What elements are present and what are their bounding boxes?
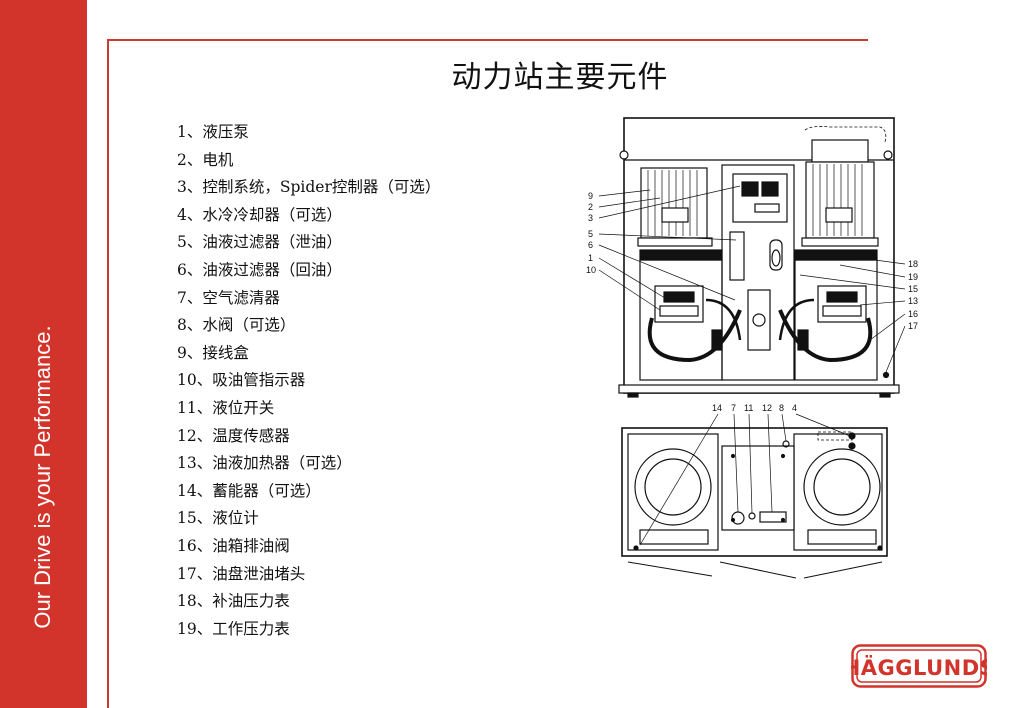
- label-3: 3: [588, 213, 593, 223]
- list-item: 14、蓄能器（可选）: [177, 481, 321, 500]
- pump-left: [654, 285, 704, 323]
- list-item: 4、水冷冷却器（可选）: [177, 205, 342, 224]
- list-item: 18、补油压力表: [177, 592, 290, 611]
- list-item: 10、吸油管指示器: [177, 371, 306, 390]
- list-item: 11、液位开关: [177, 398, 275, 417]
- motor-left: [637, 167, 713, 247]
- pump-right: [817, 285, 867, 323]
- label-15: 15: [908, 284, 918, 294]
- list-item: 15、液位计: [177, 509, 259, 528]
- list-item: 3、控制系统，Spider控制器（可选）: [177, 178, 441, 197]
- list-item: 16、油箱排油阀: [177, 536, 290, 555]
- list-item: 19、工作压力表: [177, 619, 290, 638]
- label-16: 16: [908, 309, 918, 319]
- label-4: 4: [792, 403, 797, 413]
- list-item: 9、接线盒: [177, 343, 249, 362]
- label-1: 1: [588, 253, 593, 263]
- label-9: 9: [588, 191, 593, 201]
- control-box: [732, 173, 788, 223]
- list-item: 12、温度传感器: [177, 426, 290, 445]
- label-19: 19: [908, 272, 918, 282]
- list-item: 8、水阀（可选）: [177, 316, 296, 335]
- list-item: 1、液压泵: [177, 123, 249, 141]
- label-13: 13: [908, 296, 918, 306]
- list-item: 2、电机: [177, 150, 234, 169]
- label-10: 10: [586, 265, 596, 275]
- front-view: [598, 117, 906, 398]
- list-item: 13、油液加热器（可选）: [177, 454, 352, 473]
- hagglunds-logo: HÄGGLUNDS: [851, 644, 987, 688]
- slide-title: 动力站主要元件: [451, 60, 669, 95]
- list-item: 6、油液过滤器（回油）: [177, 260, 342, 279]
- logo-text: HÄGGLUNDS: [851, 655, 987, 680]
- label-7: 7: [731, 403, 736, 413]
- header-rule: [107, 39, 868, 41]
- label-8: 8: [779, 403, 784, 413]
- component-list: 1、液压泵 2、电机 3、控制系统，Spider控制器（可选） 4、水冷冷却器（…: [177, 119, 440, 643]
- motor-right: [801, 139, 879, 247]
- list-item: 5、油液过滤器（泄油）: [177, 233, 342, 252]
- label-5: 5: [588, 229, 593, 239]
- left-rule: [107, 39, 109, 708]
- label-6: 6: [588, 240, 593, 250]
- sidebar-band: Our Drive is your Performance.: [0, 0, 87, 708]
- label-14: 14: [712, 403, 722, 413]
- top-view: [621, 413, 888, 579]
- list-item: 7、空气滤清器: [177, 288, 280, 307]
- label-18: 18: [908, 259, 918, 269]
- label-17: 17: [908, 321, 918, 331]
- label-11: 11: [744, 403, 753, 413]
- label-2: 2: [588, 202, 593, 212]
- list-item: 17、油盘泄油堵头: [177, 564, 306, 583]
- label-12: 12: [762, 403, 772, 413]
